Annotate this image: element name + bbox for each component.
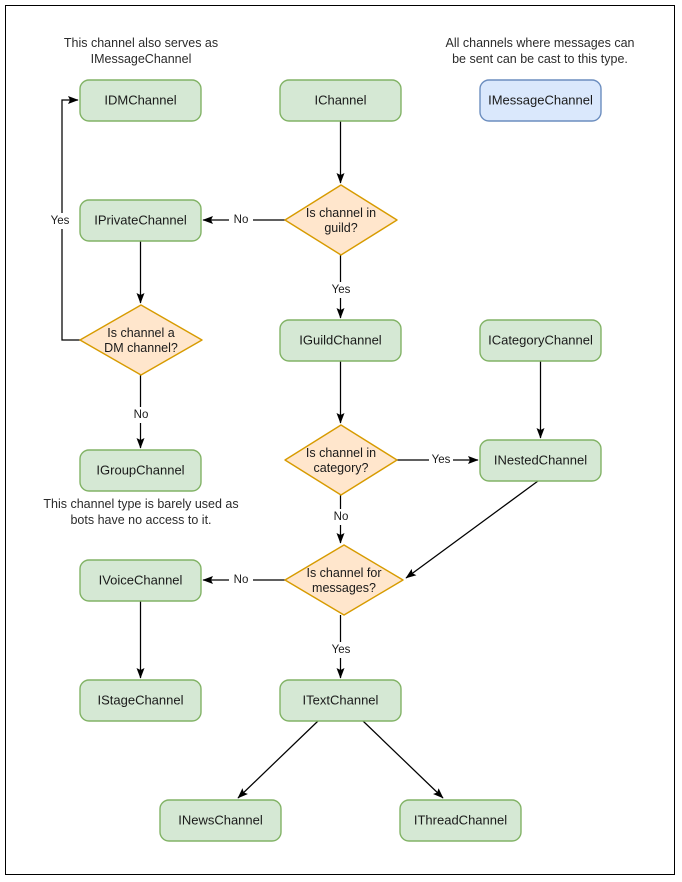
edge-label: No bbox=[234, 214, 249, 226]
node-label: IMessageChannel bbox=[488, 92, 593, 107]
node-label: IThreadChannel bbox=[414, 812, 507, 827]
node-dec-dm[interactable]: Is channel aDM channel? bbox=[79, 304, 203, 376]
node-shape bbox=[159, 799, 282, 842]
node-label: IChannel bbox=[314, 92, 366, 107]
node-shape bbox=[79, 199, 202, 242]
nodes-layer: IDMChannel IChannel IMessageChannelIPrivat… bbox=[79, 79, 602, 842]
note-group: This channel type is barely used as bots … bbox=[43, 497, 238, 527]
node-ichannel[interactable]: IChannel bbox=[279, 79, 402, 122]
edge-dec-guild-to-iguildchannel: Yes bbox=[329, 255, 353, 319]
edge-label-backdrop bbox=[48, 213, 72, 229]
node-shape bbox=[479, 319, 602, 362]
node-shape bbox=[479, 439, 602, 482]
node-shape bbox=[279, 79, 402, 122]
node-label: IGuildChannel bbox=[299, 332, 381, 347]
decision-label: messages? bbox=[312, 581, 376, 595]
note-dm: This channel also serves as IMessageChann… bbox=[64, 36, 218, 66]
decision-shape bbox=[79, 304, 203, 376]
decision-label: Is channel in bbox=[306, 206, 376, 220]
edge-dec-category-to-dec-messages: No bbox=[329, 495, 353, 544]
note-line: bots have no access to it. bbox=[70, 513, 211, 527]
node-label: IStageChannel bbox=[97, 692, 183, 707]
edge-dec-category-to-inestedchannel: Yes bbox=[397, 452, 479, 468]
node-label: IGroupChannel bbox=[96, 462, 184, 477]
node-iguildchannel[interactable]: IGuildChannel bbox=[279, 319, 402, 362]
edge-line bbox=[362, 720, 444, 799]
edge-label-backdrop bbox=[329, 509, 353, 525]
decision-shape bbox=[284, 184, 398, 256]
node-icategorychannel[interactable]: ICategoryChannel bbox=[479, 319, 602, 362]
node-shape bbox=[79, 679, 202, 722]
decision-label: DM channel? bbox=[104, 341, 178, 355]
edge-dec-dm-to-igroupchannel: No bbox=[129, 375, 153, 449]
node-label: IVoiceChannel bbox=[99, 572, 183, 587]
node-shape bbox=[79, 559, 202, 602]
node-label: IPrivateChannel bbox=[94, 212, 187, 227]
node-igroupchannel[interactable]: IGroupChannel bbox=[79, 449, 202, 492]
node-shape bbox=[79, 449, 202, 492]
edge-dec-messages-to-itextchannel: Yes bbox=[329, 615, 353, 679]
edge-label: No bbox=[134, 409, 149, 421]
node-inestedchannel[interactable]: INestedChannel bbox=[479, 439, 602, 482]
note-line: All channels where messages can bbox=[446, 36, 635, 50]
node-label: ITextChannel bbox=[303, 692, 379, 707]
decision-label: category? bbox=[314, 461, 369, 475]
note-line: be sent can be cast to this type. bbox=[452, 52, 628, 66]
notes-layer: This channel also serves as IMessageChann… bbox=[43, 36, 634, 527]
edge-label-backdrop bbox=[229, 572, 253, 588]
node-idmchannel[interactable]: IDMChannel bbox=[79, 79, 202, 122]
edge-label-backdrop bbox=[129, 407, 153, 423]
node-label: INewsChannel bbox=[178, 812, 263, 827]
node-shape bbox=[79, 79, 202, 122]
node-label: ICategoryChannel bbox=[488, 332, 593, 347]
node-ithreadchannel[interactable]: IThreadChannel bbox=[399, 799, 522, 842]
node-shape bbox=[279, 319, 402, 362]
node-label: INestedChannel bbox=[494, 452, 587, 467]
note-message: All channels where messages can be sent c… bbox=[446, 36, 635, 66]
node-ivoicechannel[interactable]: IVoiceChannel bbox=[79, 559, 202, 602]
edge-line bbox=[237, 720, 319, 799]
node-itextchannel[interactable]: ITextChannel bbox=[279, 679, 402, 722]
node-shape bbox=[279, 679, 402, 722]
decision-shape bbox=[284, 424, 398, 496]
edge-label-backdrop bbox=[429, 452, 453, 468]
note-line: This channel also serves as bbox=[64, 36, 218, 50]
edge-line bbox=[405, 480, 539, 579]
node-imessagechannel[interactable]: IMessageChannel bbox=[479, 79, 602, 122]
node-label: IDMChannel bbox=[104, 92, 176, 107]
edge-itextchannel-to-inewschannel bbox=[237, 720, 319, 799]
decision-label: Is channel a bbox=[107, 326, 174, 340]
node-shape bbox=[479, 79, 602, 122]
edge-dec-messages-to-ivoicechannel: No bbox=[202, 572, 285, 588]
edge-label: No bbox=[334, 511, 349, 523]
node-iprivatechannel[interactable]: IPrivateChannel bbox=[79, 199, 202, 242]
decision-label: guild? bbox=[324, 221, 357, 235]
node-istagechannel[interactable]: IStageChannel bbox=[79, 679, 202, 722]
edge-label: No bbox=[234, 574, 249, 586]
edge-label-backdrop bbox=[329, 642, 353, 658]
decision-shape bbox=[284, 544, 404, 616]
edge-inestedchannel-to-dec-messages bbox=[405, 480, 539, 579]
edge-label: Yes bbox=[432, 454, 451, 466]
edge-dec-dm-to-idmchannel: Yes bbox=[48, 95, 80, 341]
edge-label: Yes bbox=[332, 284, 351, 296]
decision-label: Is channel in bbox=[306, 446, 376, 460]
node-shape bbox=[399, 799, 522, 842]
edge-label-backdrop bbox=[229, 212, 253, 228]
node-inewschannel[interactable]: INewsChannel bbox=[159, 799, 282, 842]
edge-label-backdrop bbox=[329, 282, 353, 298]
decision-label: Is channel for bbox=[306, 566, 381, 580]
edge-dec-guild-to-iprivatechannel: No bbox=[202, 212, 285, 228]
edge-label: Yes bbox=[51, 215, 70, 227]
note-line: This channel type is barely used as bbox=[43, 497, 238, 511]
edge-itextchannel-to-ithreadchannel bbox=[362, 720, 444, 799]
edge-label: Yes bbox=[332, 644, 351, 656]
note-line: IMessageChannel bbox=[91, 52, 192, 66]
